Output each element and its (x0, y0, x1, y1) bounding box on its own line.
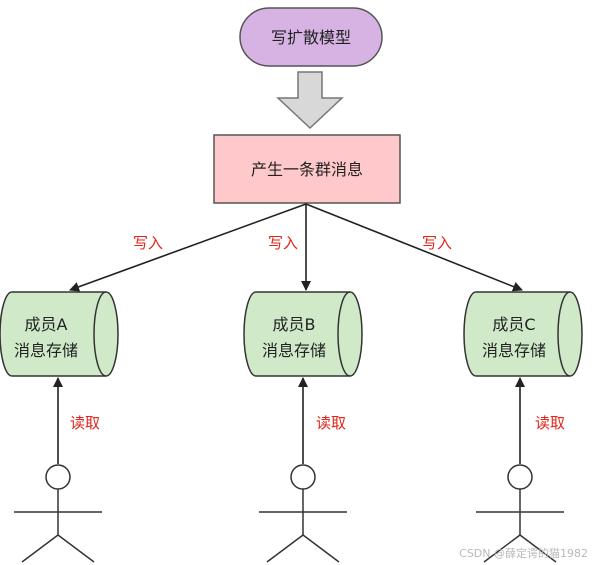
actor-b-icon (259, 464, 347, 563)
actor-c-icon (476, 464, 564, 563)
storage-c-line1: 成员C (492, 315, 535, 334)
top-node-label: 写扩散模型 (271, 28, 351, 47)
write-arrow-a (69, 203, 307, 292)
storage-a-line2: 消息存储 (14, 341, 78, 360)
top-node: 写扩散模型 (239, 7, 383, 67)
read-label-a: 读取 (70, 414, 100, 432)
storage-b-line1: 成员B (273, 315, 316, 334)
storage-c-end (557, 291, 571, 377)
storage-b-line2: 消息存储 (262, 341, 326, 360)
watermark: CSDN @薛定谔的猫1982 (459, 547, 588, 560)
read-label-b: 读取 (316, 414, 346, 432)
message-node-box (213, 134, 401, 204)
storage-c: 成员C 消息存储 (463, 291, 583, 377)
storage-a-body (0, 291, 119, 377)
write-label-a: 写入 (133, 234, 163, 252)
write-label-c: 写入 (422, 234, 452, 252)
top-node-box (239, 7, 383, 67)
storage-b-body (243, 291, 363, 377)
down-block-arrow (276, 71, 344, 130)
storage-a-line1: 成员A (25, 315, 68, 334)
write-arrow-c (305, 203, 523, 292)
read-label-c: 读取 (535, 414, 565, 432)
actor-a-icon (14, 464, 102, 563)
write-label-b: 写入 (268, 234, 298, 252)
storage-c-line2: 消息存储 (482, 341, 546, 360)
storage-b: 成员B 消息存储 (243, 291, 363, 377)
storage-a: 成员A 消息存储 (0, 291, 119, 377)
storage-a-end (93, 291, 107, 377)
message-node: 产生一条群消息 (213, 134, 401, 204)
storage-c-body (463, 291, 583, 377)
storage-b-end (337, 291, 351, 377)
message-node-label: 产生一条群消息 (251, 160, 363, 179)
